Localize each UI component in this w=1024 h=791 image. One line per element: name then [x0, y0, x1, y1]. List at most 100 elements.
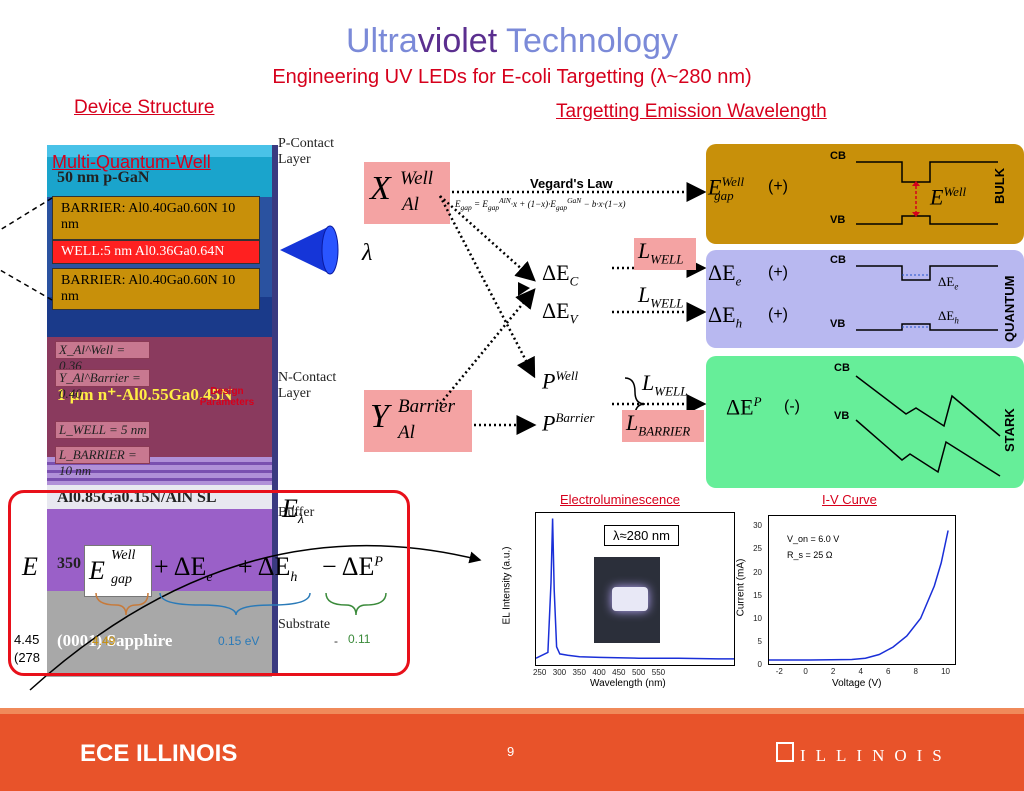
x-tick-label: -2 [775, 667, 783, 676]
eq-value-1: 4.45 [14, 632, 40, 647]
el-chart-title: Electroluminescence [560, 492, 680, 507]
footer-stripe [0, 708, 1024, 714]
delta-ev: ΔEV [542, 298, 578, 327]
l-well-label: LWELL [638, 282, 684, 311]
eq-egap-box: E Well gap [84, 545, 152, 597]
mqw-label: Multi-Quantum-Well [52, 152, 211, 172]
l-well-label-2: LWELL [642, 370, 688, 399]
el-ylabel: EL Intensity (a.u.) [501, 546, 513, 625]
param-l-well: L_WELL = 5 nm [55, 421, 150, 439]
x-tick-label: 0 [803, 667, 808, 676]
footer-illinois: ILLINOIS [800, 746, 952, 765]
bulk-egap-2: EWell [930, 184, 967, 210]
slide-title: Ultraviolet Technology [345, 22, 678, 60]
bulk-sign: (+) [768, 178, 788, 195]
y-tick-label: 15 [753, 590, 762, 600]
l-well-box: LWELL [634, 238, 696, 270]
footer: ECE ILLINOIS 9 ILLINOIS [0, 714, 1024, 791]
y-tick-label: 10 [753, 613, 762, 623]
section-device-structure: Device Structure [74, 97, 215, 118]
iv-x-ticks: -2 0 2 4 6 8 10 [768, 667, 954, 679]
iv-ylabel: Current (mA) [735, 558, 747, 617]
quantum-panel: ΔEe (+) ΔEh (+) CB VB ΔEe ΔEh QUANTUM [706, 250, 1024, 348]
p-barrier: PBarrier [542, 410, 595, 436]
section-target-wavelength: Targetting Emission Wavelength [556, 101, 827, 122]
barrier-box-2: BARRIER: Al0.40Ga0.60N 10 nm [52, 268, 260, 310]
bulk-vb: VB [830, 214, 846, 226]
eq-value-1b: (278 [14, 650, 41, 665]
y-tick-label: 25 [753, 544, 762, 554]
stark-sign: (-) [784, 398, 800, 415]
x-tick-label: 300 [552, 668, 567, 677]
layer-sl: Al0.85Ga0.15N/AlN SL [47, 485, 272, 509]
quantum-dh: ΔEh [708, 302, 743, 331]
stark-vb: VB [834, 410, 850, 422]
led-photo [594, 557, 660, 643]
light-emission-icon [280, 225, 339, 275]
vegard-label: Vegard's Law [530, 176, 613, 191]
quantum-sign-1: (+) [768, 264, 788, 281]
stark-panel: ΔEP (-) CB VB STARK [706, 356, 1024, 488]
eq-value-5: 0.11 [348, 632, 371, 646]
bulk-panel: EWellgap (+) CB VB EWell BULK [706, 144, 1024, 244]
l-barrier-box: LBARRIER [622, 410, 704, 442]
x-tick-label: 10 [941, 667, 951, 676]
stark-cb: CB [834, 362, 850, 374]
layer-top [47, 145, 272, 157]
y-barrier-box: Y Barrier Al [364, 390, 472, 452]
quantum-label: QUANTUM [1002, 275, 1017, 342]
iv-plot-area: V_on = 6.0 V R_s = 25 Ω [768, 515, 956, 665]
iv-xlabel: Voltage (V) [832, 678, 882, 689]
quantum-de: ΔEe [708, 260, 742, 289]
eq-value-2: 4.49 [92, 634, 116, 648]
y-tick-label: 0 [757, 660, 762, 669]
y-tick-label: 30 [753, 521, 762, 531]
bulk-egap: EWellgap [708, 174, 745, 203]
iv-chart [769, 530, 949, 661]
x-well-box: X Well Al [364, 162, 450, 224]
y-tick-label: 5 [757, 636, 762, 646]
quantum-dh-small: ΔEh [938, 308, 959, 326]
x-tick-label: 500 [631, 668, 646, 677]
x-tick-label: 2 [830, 667, 836, 676]
n-contact-text: 1 μm n⁺-Al0.55Ga0.45N [57, 385, 233, 404]
y-tick-label: 20 [753, 567, 762, 577]
el-annotation: λ≈280 nm [604, 525, 679, 546]
iv-annotation-rs: R_s = 25 Ω [787, 550, 833, 560]
iv-annotation-von: V_on = 6.0 V [787, 534, 840, 544]
eq-plus-de: + ΔEe [154, 552, 213, 586]
vegard-equation: Egap = EgapAlN·x + (1−x)·EgapGaN − b·x·(… [455, 196, 626, 212]
slide-subtitle: Engineering UV LEDs for E-coli Targettin… [272, 66, 752, 88]
footer-brand: ECE ILLINOIS [80, 740, 238, 767]
x-tick-label: 4 [858, 667, 863, 676]
stark-dep: ΔEP [726, 394, 762, 420]
p-contact-label: P-Contact Layer [278, 136, 334, 167]
param-x-well: X_Al^Well = 0.36 [55, 341, 150, 373]
eq-value-3: 0.15 eV [218, 634, 260, 648]
el-chart [535, 518, 734, 660]
param-y-barrier: Y_Al^Barrier = 0.40 [55, 369, 150, 401]
x-tick-label: 400 [592, 668, 606, 677]
el-plot-area: λ≈280 nm [535, 512, 735, 666]
series-line [535, 518, 734, 660]
x-tick-label: 6 [886, 667, 891, 676]
eq-value-4: - [334, 634, 338, 648]
eq-elambda-2: Eλ [282, 494, 304, 528]
x-tick-label: 8 [913, 667, 918, 676]
lambda-symbol: λ [362, 240, 373, 266]
bulk-label: BULK [992, 167, 1007, 204]
layer-sapphire: (0001) Sapphire [47, 591, 272, 677]
eq-minus-dep: − ΔEP [322, 552, 383, 581]
x-tick-label: 250 [532, 668, 547, 677]
bulk-cb: CB [830, 150, 846, 162]
stack-side [272, 145, 278, 675]
substrate-label: Substrate [278, 617, 331, 632]
eq-plus-dh: + ΔEh [238, 552, 298, 586]
quantum-sign-2: (+) [768, 306, 788, 323]
zoom-lines [0, 197, 53, 301]
layer-p-gan: 50 nm p-GaN [47, 157, 272, 197]
iv-y-ticks: 0 5 10 15 20 25 30 [746, 510, 766, 669]
page-number: 9 [507, 744, 515, 759]
el-xlabel: Wavelength (nm) [590, 678, 666, 689]
